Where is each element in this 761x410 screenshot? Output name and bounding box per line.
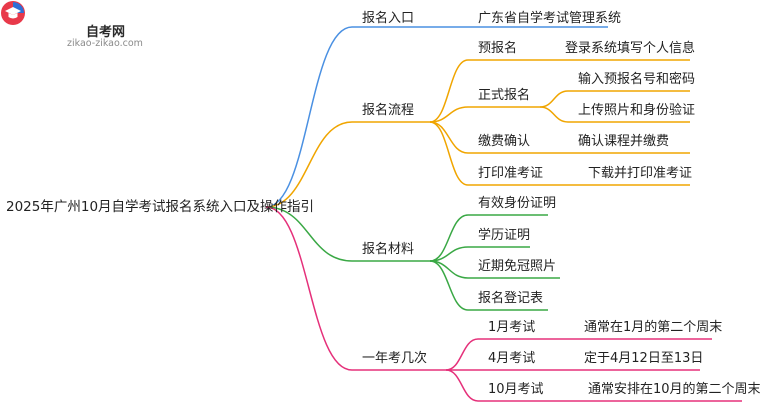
process-step-payment: 缴费确认 [478,134,531,149]
material-registration-form: 报名登记表 [478,291,544,306]
material-id-proof: 有效身份证明 [478,196,557,211]
process-detail-upload-photo: 上传照片和身份验证 [578,103,696,118]
edge-materials-registration-form [429,260,469,311]
process-detail-enter-number: 输入预报名号和密码 [578,72,696,87]
edge-root-materials [265,206,353,262]
edge-process-formal-register [429,106,469,123]
logo-title: 自考网 [86,25,126,40]
edge-root-entry [265,26,353,208]
edge-process-payment [429,121,469,154]
edge-process-print-ticket [429,121,469,186]
root-topic: 2025年广州10月自学考试报名系统入口及操作指引 [6,199,315,215]
branch-exam-frequency: 一年考几次 [362,351,428,366]
edge-root-process [265,121,353,208]
exam-october-detail: 通常安排在10月的第二个周末 [588,382,761,397]
edge-materials-id-proof [429,214,469,262]
edge-formal-enter-number [539,90,569,108]
branch-entry: 报名入口 [362,11,415,26]
process-step-formal-register: 正式报名 [478,88,531,103]
branch-process: 报名流程 [362,103,415,118]
edge-root-exams [265,206,353,371]
process-detail-print-ticket: 下载并打印准考证 [588,166,693,181]
edge-formal-upload-photo [539,106,569,123]
process-step-print-ticket: 打印准考证 [478,166,544,181]
process-step-pre-register: 预报名 [478,41,518,56]
exam-january: 1月考试 [488,320,536,335]
material-photo: 近期免冠照片 [478,259,557,274]
edge-exams-october [445,369,479,402]
material-education-proof: 学历证明 [478,228,531,243]
entry-system-node: 广东省自学考试管理系统 [478,11,622,26]
process-detail-pre-register: 登录系统填写个人信息 [565,41,696,56]
exam-april: 4月考试 [488,351,536,366]
edge-exams-january [445,338,479,371]
graduation-cap-icon [1,1,25,25]
exam-october: 10月考试 [488,382,544,397]
process-detail-payment: 确认课程并缴费 [578,134,670,149]
logo-url: zikao-zikao.com [67,38,143,49]
branch-materials: 报名材料 [362,242,415,257]
exam-january-detail: 通常在1月的第二个周末 [584,320,723,335]
edge-process-pre-register [429,59,469,123]
exam-april-detail: 定于4月12日至13日 [584,351,704,366]
